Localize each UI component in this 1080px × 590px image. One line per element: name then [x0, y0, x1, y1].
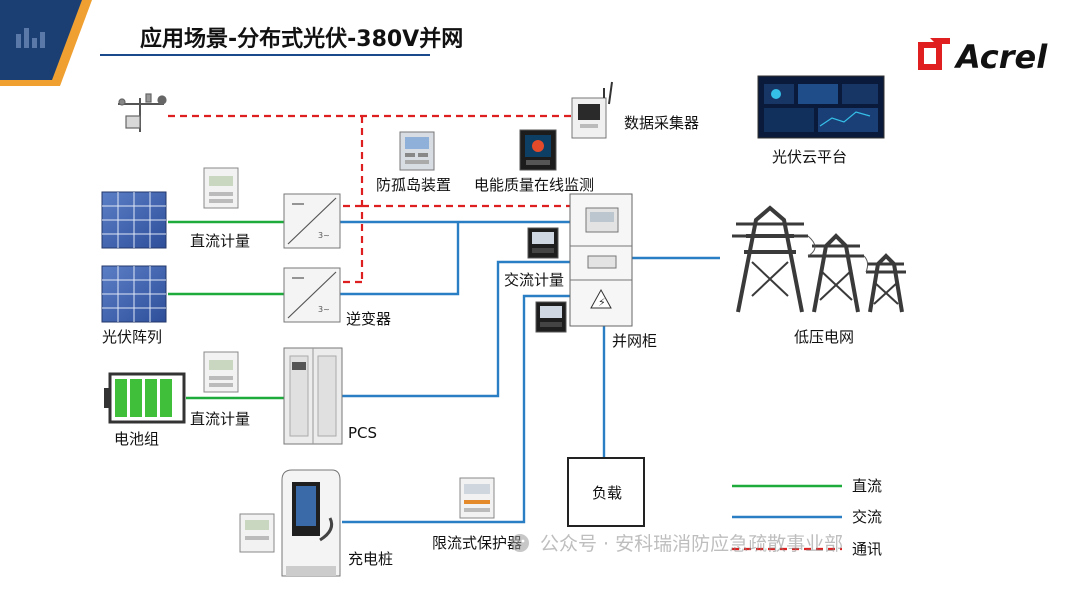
- charging-pile-icon: [281, 469, 341, 577]
- dc-meter-2-icon: [203, 351, 239, 393]
- weather-station-icon: [118, 93, 167, 132]
- load-box: [567, 457, 645, 527]
- legend-dc-label: 直流: [852, 477, 882, 495]
- legend: 直流 交流 通讯: [852, 477, 882, 558]
- ac-meter-label: 交流计量: [504, 271, 564, 289]
- transmission-tower-icons: [732, 205, 906, 313]
- ac-line-charger: [342, 294, 570, 524]
- ac-lines: [330, 220, 842, 524]
- pv-panel-2: [101, 265, 167, 323]
- inverter-2-icon: 3~: [283, 267, 341, 323]
- comm-lines: [168, 114, 842, 551]
- inverter-1-ac-mark: 3~: [318, 231, 330, 240]
- wechat-icon: [511, 534, 529, 552]
- load-label: 负载: [592, 484, 622, 502]
- dc-lines: [168, 220, 842, 488]
- dc-meter-2-label: 直流计量: [190, 410, 250, 428]
- pv-panel-1: [101, 191, 167, 249]
- inverter-2-ac-mark: 3~: [318, 305, 330, 314]
- low-voltage-grid-label: 低压电网: [794, 328, 854, 346]
- brand-logo: Acrel: [918, 38, 1048, 76]
- ac-line-pcs: [330, 260, 570, 398]
- brand-name: Acrel: [953, 38, 1048, 76]
- power-cables: [807, 235, 869, 273]
- ac-meter-1-icon: [527, 227, 559, 259]
- grid-cabinet-icon: ⚡: [569, 193, 633, 327]
- inverter-label: 逆变器: [346, 310, 391, 328]
- tower-large: [732, 205, 808, 313]
- pcs-cabinet-icon: [283, 347, 343, 445]
- pv-array-label: 光伏阵列: [102, 328, 162, 346]
- cloud-platform-screen: [757, 75, 885, 139]
- tower-small: [866, 253, 906, 313]
- legend-ac-label: 交流: [852, 508, 882, 526]
- grid-cabinet-label: 并网柜: [612, 332, 657, 350]
- power-quality-monitor-icon: [519, 129, 557, 171]
- pcs-label: PCS: [348, 424, 377, 442]
- inverter-1-icon: 3~: [283, 193, 341, 249]
- power-quality-label: 电能质量在线监测: [474, 176, 594, 194]
- cloud-platform-label: 光伏云平台: [772, 148, 847, 166]
- legend-comm-label: 通讯: [852, 540, 882, 558]
- acrel-logo-icon: [918, 38, 950, 70]
- current-limiting-protector-icon: [459, 477, 495, 519]
- cabinet-warning-mark: ⚡: [598, 296, 606, 309]
- battery-icon: [104, 372, 186, 424]
- charging-pile-label: 充电桩: [348, 550, 393, 568]
- anti-islanding-label: 防孤岛装置: [376, 176, 451, 194]
- ac-line-inverter-2: [340, 222, 460, 296]
- dc-meter-1-icon: [203, 167, 239, 209]
- meter-icon-charger: [239, 513, 275, 553]
- watermark-text: 公众号 · 安科瑞消防应急疏散事业部: [540, 533, 843, 555]
- tower-medium: [808, 233, 864, 313]
- data-collector-icon: [571, 81, 613, 139]
- corner-decoration: [0, 0, 92, 86]
- ac-meter-2-icon: [535, 301, 567, 333]
- current-limiting-protector-label: 限流式保护器: [432, 534, 522, 552]
- page-title: 应用场景-分布式光伏-380V并网: [140, 26, 463, 52]
- battery-pack-label: 电池组: [114, 430, 159, 448]
- anti-islanding-icon: [399, 131, 435, 171]
- data-collector-label: 数据采集器: [624, 114, 699, 132]
- dc-meter-1-label: 直流计量: [190, 232, 250, 250]
- watermark: 公众号 · 安科瑞消防应急疏散事业部: [511, 533, 843, 555]
